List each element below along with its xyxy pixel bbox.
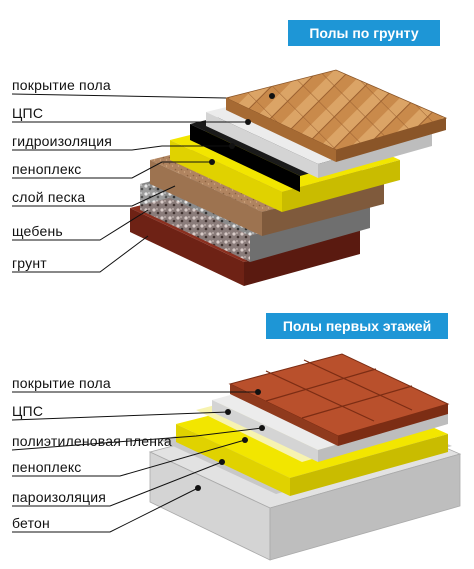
label-floor-covering-1: покрытие пола	[12, 77, 111, 93]
label-vapor-barrier: пароизоляция	[12, 489, 107, 505]
label-floor-covering-2: покрытие пола	[12, 375, 111, 391]
label-penoplex-1: пеноплекс	[12, 161, 82, 177]
leader-lines-1	[11, 93, 248, 273]
label-screed-1: ЦПС	[12, 105, 44, 121]
label-soil: грунт	[12, 255, 47, 271]
label-sand-layer: слой песка	[12, 189, 86, 205]
diagram1-title-badge: Полы по грунту	[288, 20, 440, 46]
label-penoplex-2: пеноплекс	[12, 459, 82, 475]
label-gravel: щебень	[12, 223, 63, 239]
diagram2-title-badge: Полы первых этажей	[266, 313, 448, 339]
label-polyethylene-film: полиэтиленовая пленка	[12, 433, 172, 449]
label-waterproofing: гидроизоляция	[12, 133, 112, 149]
label-screed-2: ЦПС	[12, 403, 44, 419]
label-concrete: бетон	[12, 515, 50, 531]
leader-lines-2	[11, 391, 263, 533]
